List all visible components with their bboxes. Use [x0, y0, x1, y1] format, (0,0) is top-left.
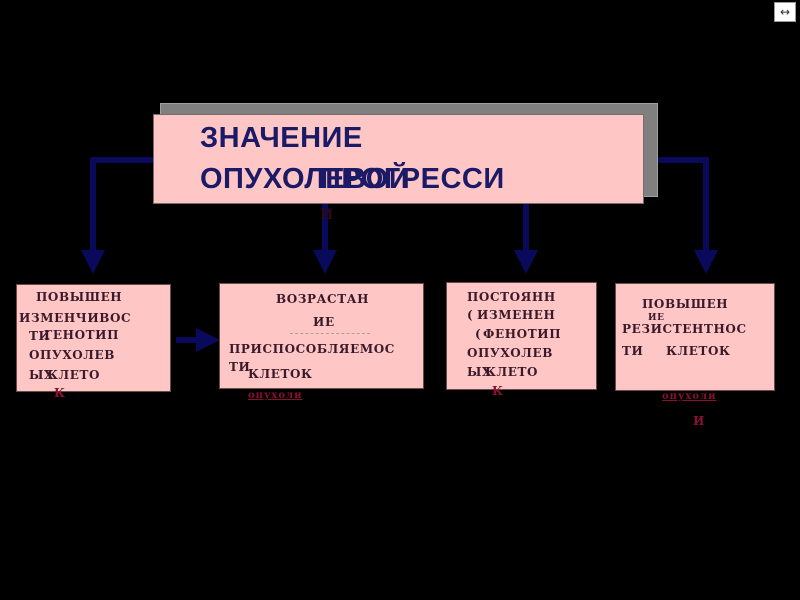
- arrow-to-resistance: [644, 157, 718, 274]
- phenotype-text-9: К: [492, 384, 504, 398]
- genotype-text-4: ГЕНОТИП: [44, 328, 120, 342]
- resistance-text-1: ПОВЫШЕН: [642, 297, 729, 311]
- resistance-text-3: РЕЗИСТЕНТНОС: [622, 322, 747, 336]
- adaptability-text-1: ВОЗРАСТАН: [276, 292, 370, 306]
- resistance-box: [615, 283, 775, 391]
- phenotype-text-4: (: [475, 327, 482, 341]
- title-line-3: ПРОГРЕССИ: [320, 163, 505, 195]
- title-overflow-letter: И: [320, 207, 334, 223]
- title-box: [153, 114, 644, 204]
- adaptability-text-6: опухоли: [248, 390, 303, 401]
- adaptability-faint-rule: [290, 333, 370, 334]
- genotype-text-8: К: [54, 386, 66, 400]
- genotype-text-7: КЛЕТО: [47, 368, 101, 382]
- expand-nav-button[interactable]: ↔: [774, 2, 796, 22]
- genotype-text-6: ЫХ: [29, 368, 54, 382]
- phenotype-text-7: ЫХ: [467, 365, 492, 379]
- genotype-text-5: ОПУХОЛЕВ: [29, 348, 115, 362]
- genotype-text-2: ИЗМЕНЧИВОС: [19, 311, 132, 325]
- adaptability-text-4: ТИ: [229, 360, 251, 374]
- phenotype-text-6: ОПУХОЛЕВ: [467, 346, 553, 360]
- phenotype-text-8: КЛЕТО: [485, 365, 539, 379]
- resistance-text-5: КЛЕТОК: [666, 344, 731, 358]
- resistance-text-2: ИЕ: [648, 313, 665, 323]
- phenotype-text-5: ФЕНОТИП: [483, 327, 562, 341]
- expand-arrows-icon: ↔: [779, 5, 791, 19]
- resistance-text-4: ТИ: [622, 344, 644, 358]
- adaptability-box: [219, 283, 424, 389]
- arrow-to-genotype: [81, 157, 153, 274]
- title-line-1: ЗНАЧЕНИЕ: [200, 122, 363, 154]
- phenotype-box: [446, 282, 597, 390]
- genotype-text-1: ПОВЫШЕН: [36, 290, 123, 304]
- resistance-text-6: опухоли: [662, 391, 717, 402]
- genotype-text-3: ТИ: [29, 329, 51, 343]
- adaptability-text-3: ПРИСПОСОБЛЯЕМОС: [229, 342, 395, 356]
- phenotype-text-3: ИЗМЕНЕН: [477, 308, 556, 322]
- adaptability-text-2: ИЕ: [313, 315, 335, 329]
- title-line-2: ОПУХОЛЕВОЙ: [200, 163, 411, 195]
- adaptability-text-5: КЛЕТОК: [248, 367, 313, 381]
- resistance-text-7: И: [693, 414, 705, 428]
- phenotype-text-1: ПОСТОЯНН: [467, 290, 556, 304]
- genotype-box: [16, 284, 171, 392]
- phenotype-text-2: (: [467, 308, 474, 322]
